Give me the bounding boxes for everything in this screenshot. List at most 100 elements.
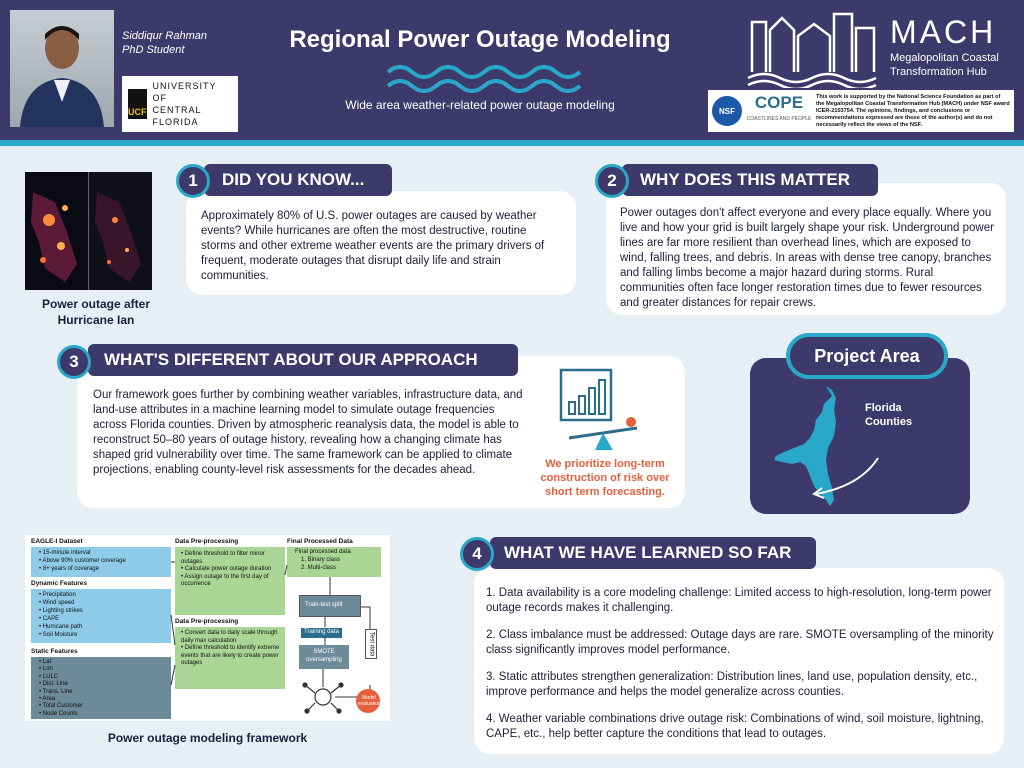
city-skyline-icon [747,12,877,88]
ucf-line2: CENTRAL FLORIDA [152,105,202,127]
caption-line2: Hurricane Ian [57,313,135,327]
approach-text: Our framework goes further by combining … [93,389,523,476]
final-data-box [287,547,381,577]
list-item: • Calculate power outage duration [181,566,272,572]
lesson-point-3: 3. Static attributes strengthen generali… [486,671,978,698]
lesson-point-1: 1. Data availability is a core modeling … [486,587,992,614]
map-label-florida: Florida [865,402,902,414]
ucf-line1: UNIVERSITY OF [152,81,217,103]
ucf-badge: UCF [128,89,147,119]
balance-scale-icon [568,417,638,450]
section-number-1: 1 [176,164,210,198]
final-data-text: Final processed data [295,549,351,555]
list-item: • Dist. Line [39,681,68,688]
list-item: • Wind speed [39,600,75,606]
list-item: • LULC [39,673,59,680]
framework-caption: Power outage modeling framework [107,731,308,745]
section-number-3: 3 [57,345,91,379]
cope-logo: COPE COASTLINES AND PEOPLE [746,94,812,127]
lesson-point-4: 4. Weather variable combinations drive o… [486,713,984,740]
wave-icon [386,65,582,93]
preprocessing-list-1: • Define threshold to filter minor outag… [181,551,281,589]
lesson-point-2: 2. Class imbalance must be addressed: Ou… [486,629,994,656]
list-item: • Total Customer [39,703,84,710]
florida-map-icon [774,386,879,506]
satellite-night-map [25,172,152,290]
preprocessing-list-2: • Convert data to daily scale through da… [181,630,281,668]
did-you-know-heading: DID YOU KNOW... [204,164,392,196]
list-item: • Node Counts [39,710,78,717]
sponsor-box: NSF COPE COASTLINES AND PEOPLE This work… [708,90,1014,132]
preprocessing-box-1 [175,547,285,615]
why-matter-text: Power outages don't affect everyone and … [620,207,994,309]
map-label-counties: Counties [865,416,913,428]
list-item: • Assign outage to the first day of occu… [181,573,269,588]
section-number-4: 4 [460,537,494,571]
framework-connectors [170,561,380,714]
static-features-list: • Lat• Lon• LULC• Dist. Line• Trans. Lin… [39,659,83,718]
sponsor-note: This work is supported by the National S… [816,93,1010,128]
why-matter-heading: WHY DOES THIS MATTER [622,164,878,196]
test-data-label: Test data [365,629,377,660]
approach-card: Our framework goes further by combining … [77,356,685,508]
eagle-dataset-title: EAGLE-I Dataset [31,538,83,545]
hurricane-ian-image [25,172,152,290]
dynamic-features-list: • Precipitation • Wind speed • Lighting st… [39,591,83,639]
author-photo [10,10,114,127]
poster-subtitle: Wide area weather-related power outage m… [345,98,615,112]
dynamic-features-box [31,589,171,643]
project-area-heading: Project Area [786,333,948,379]
list-item: • Convert data to daily scale through da… [181,630,278,644]
neural-network-icon [302,682,344,714]
preprocessing-box-2 [175,627,285,689]
cope-tagline: COASTLINES AND PEOPLE [746,116,812,122]
eagle-dataset-list: • 15-minute interval• Above 90% customer… [39,549,126,573]
poster-title: Regional Power Outage Modeling [289,26,671,53]
list-item: • Hurricane path [39,624,83,630]
list-item: • 8+ years of coverage [39,566,99,572]
model-evaluation-label: Model evaluation [358,695,381,707]
list-item: • Lat [39,659,52,665]
list-item: • Define threshold to identify extreme e… [181,645,280,666]
person-icon [20,26,104,127]
mach-title: MACH [890,14,997,50]
project-area-box [750,358,970,514]
author-name: Siddiqur Rahman [122,30,207,42]
list-item: • Define threshold to filter minor outag… [181,551,265,565]
smote-label: SMOTE oversampling [306,649,342,663]
nsf-logo: NSF [712,96,742,126]
list-item: • Above 90% customer coverage [39,558,126,564]
did-you-know-card: Approximately 80% of U.S. power outages … [186,191,576,295]
train-test-split-box [299,595,361,617]
ucf-logo: UCF UNIVERSITY OF CENTRAL FLORIDA [122,76,238,132]
list-item: • Lon [39,666,53,673]
mach-subtitle-line2: Transformation Hub [890,66,987,78]
approach-highlight-note: We prioritize long-term construction of … [540,458,670,498]
list-item: 2. Multi-class [301,564,337,571]
preprocessing-title-2: Data Pre-processing [175,618,239,625]
author-role: PhD Student [122,44,185,56]
dynamic-features-title: Dynamic Features [31,580,87,587]
list-item: • Trans. Line [39,688,73,695]
static-features-title: Static Features [31,648,78,655]
mach-subtitle-line1: Megalopolitan Coastal [890,52,999,64]
header-divider [0,140,1024,146]
smote-box [299,645,349,669]
list-item: 1. Binary class [301,557,341,563]
lessons-card: 1. Data availability is a core modeling … [474,568,1004,754]
growth-chart-icon [559,368,638,450]
list-item: • Lighting strikes [39,608,83,614]
did-you-know-text: Approximately 80% of U.S. power outages … [201,210,545,282]
list-item: • Precipitation [39,592,76,598]
section-number-2: 2 [595,164,629,198]
caption-line1: Power outage after [41,297,151,311]
train-test-split-label: Train-test split [305,602,343,608]
eagle-dataset-box [31,547,171,577]
ucf-wordmark: UNIVERSITY OF CENTRAL FLORIDA [153,80,233,128]
preprocessing-title-1: Data Pre-processing [175,538,239,545]
list-item: • CAPE [39,616,60,622]
modeling-framework-diagram: EAGLE-I Dataset • 15-minute interval• Ab… [25,535,390,721]
static-features-box [31,657,171,719]
why-matter-card: Power outages don't affect everyone and … [606,183,1006,315]
